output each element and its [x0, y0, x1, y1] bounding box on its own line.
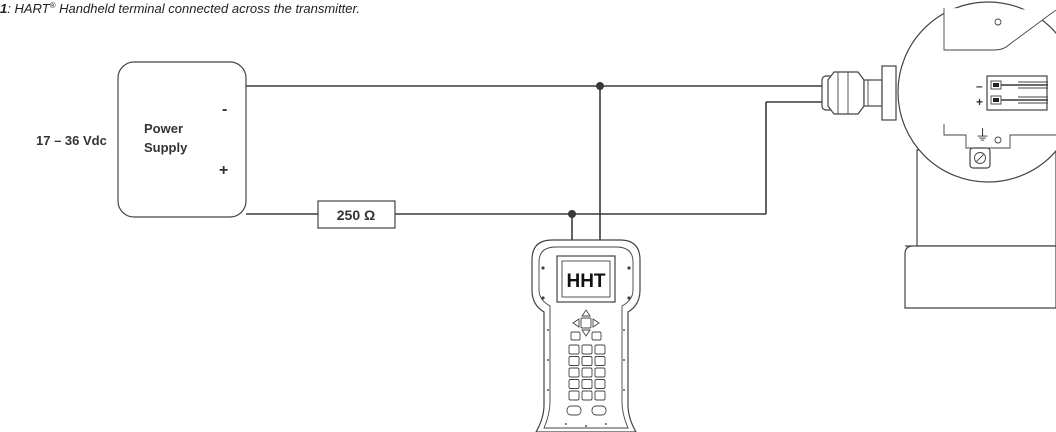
cable-gland-body — [863, 79, 883, 107]
resistor-label: 250 Ω — [337, 207, 375, 223]
caption-registered: ® — [50, 1, 56, 10]
handheld-terminal: HHT — [531, 239, 641, 432]
power-supply-label-line1: Power — [144, 121, 183, 136]
transmitter-sensor-body — [904, 245, 1056, 309]
hht-keypad-key — [568, 356, 580, 366]
terminal-plus-label: + — [976, 95, 983, 109]
resistor-box — [317, 200, 396, 229]
hht-grip-dot — [623, 389, 625, 391]
hht-screw-icon — [541, 296, 545, 300]
caption-rest: Handheld terminal connected across the t… — [56, 1, 360, 16]
hht-grip-dot — [585, 425, 587, 427]
hht-grip-dot — [565, 423, 567, 425]
hht-grip-dot — [547, 329, 549, 331]
hht-keypad-key — [581, 367, 593, 378]
hht-grip-dot — [623, 329, 625, 331]
figure-caption: 1: HART® Handheld terminal connected acr… — [0, 1, 360, 16]
power-supply-label-line2: Supply — [144, 140, 188, 155]
caption-prefix: 1 — [0, 1, 7, 16]
terminal-plate-outline — [943, 8, 1056, 51]
hht-keypad-key — [568, 390, 580, 401]
hht-keypad-key — [594, 390, 606, 401]
housing-screw-icon — [994, 136, 1002, 144]
hht-keypad-key — [581, 344, 593, 355]
hht-right-arrow-key — [592, 318, 600, 328]
hht-function-key — [591, 405, 607, 416]
hht-screw-icon — [541, 266, 545, 270]
hht-grip-dot — [547, 389, 549, 391]
power-supply-plus-terminal: + — [219, 162, 228, 179]
hht-soft-key — [591, 331, 602, 341]
hht-grip-dot — [547, 359, 549, 361]
voltage-label: 17 – 36 Vdc — [36, 133, 107, 148]
power-supply-minus-terminal: - — [222, 101, 227, 118]
hht-keypad-key — [568, 344, 580, 355]
hht-screw-icon — [627, 296, 631, 300]
hht-screw-icon — [627, 266, 631, 270]
hht-screen — [561, 260, 611, 298]
hht-keypad-key — [594, 367, 606, 378]
caption-text: : HART — [7, 1, 50, 16]
hht-enter-key — [580, 317, 592, 329]
hht-keypad-key — [581, 390, 593, 401]
hht-left-arrow-key — [572, 318, 580, 328]
hht-keypad-key — [594, 344, 606, 355]
hht-keypad-key — [581, 356, 593, 366]
hht-keypad-key — [581, 379, 593, 389]
cable-gland-nut — [827, 71, 865, 115]
terminal-contact-plus — [993, 98, 999, 102]
hht-grip-dot — [605, 423, 607, 425]
hht-keypad-key — [594, 379, 606, 389]
hht-keypad-key — [568, 367, 580, 378]
hht-keypad — [568, 344, 606, 401]
terminal-contact-minus — [993, 83, 999, 87]
hht-soft-key — [570, 331, 581, 341]
transmitter: – + ⏚ — [821, 1, 1056, 309]
electronics-housing — [897, 1, 1056, 183]
terminal-minus-label: – — [976, 79, 983, 93]
ground-icon: ⏚ — [975, 126, 990, 144]
ground-screw-slot — [975, 153, 985, 163]
housing-neck — [881, 65, 897, 121]
hht-keypad-key — [594, 356, 606, 366]
housing-screw-icon — [994, 18, 1002, 26]
hht-grip-dot — [623, 359, 625, 361]
hht-up-arrow-key — [581, 309, 591, 317]
power-supply-box — [117, 61, 247, 218]
terminal-plate-lower-outline — [943, 124, 1056, 149]
hht-screen-text: HHT — [566, 271, 605, 292]
hht-down-arrow-key — [581, 329, 591, 337]
hht-function-key — [566, 405, 582, 416]
hht-keypad-key — [568, 379, 580, 389]
